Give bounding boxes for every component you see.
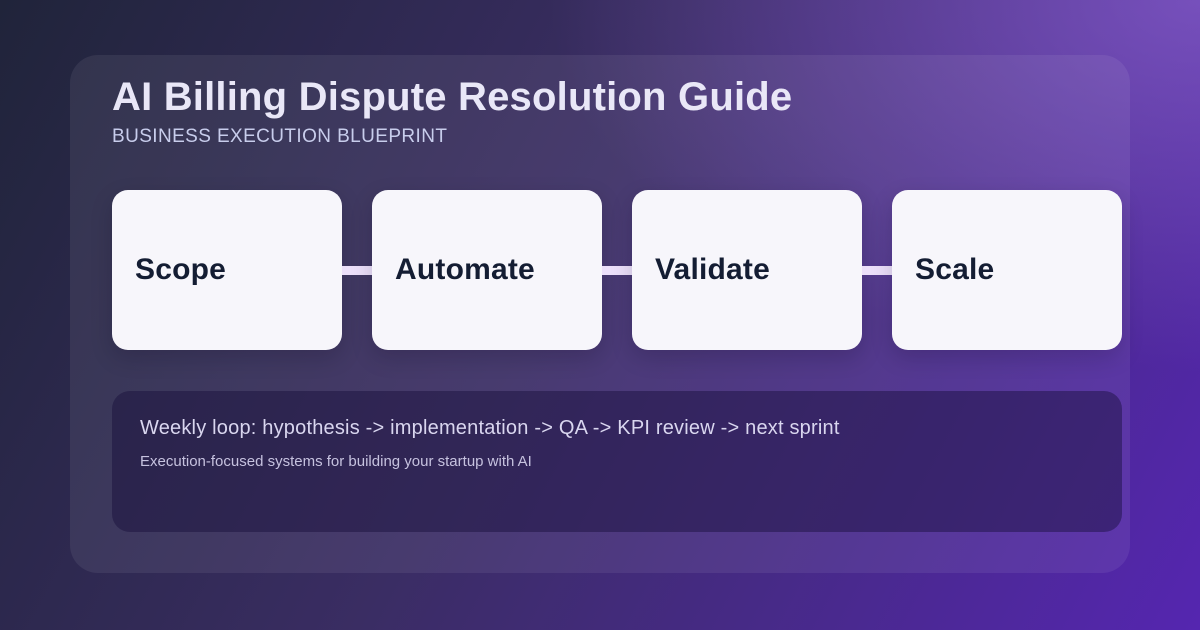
flow-connector <box>862 265 892 275</box>
step-card-automate: Automate <box>372 190 602 350</box>
step-label: Automate <box>395 253 535 286</box>
main-panel: AI Billing Dispute Resolution Guide BUSI… <box>70 55 1130 573</box>
page-subtitle: BUSINESS EXECUTION BLUEPRINT <box>112 126 448 147</box>
weekly-loop-text: Weekly loop: hypothesis -> implementatio… <box>140 417 840 439</box>
step-card-scope: Scope <box>112 190 342 350</box>
summary-box: Weekly loop: hypothesis -> implementatio… <box>112 391 1122 532</box>
process-flow: Scope Automate Validate Scale <box>112 190 1122 350</box>
step-label: Validate <box>655 253 770 286</box>
step-card-validate: Validate <box>632 190 862 350</box>
step-card-scale: Scale <box>892 190 1122 350</box>
flow-connector <box>342 265 372 275</box>
description-text: Execution-focused systems for building y… <box>140 453 532 470</box>
flow-connector <box>602 265 632 275</box>
step-label: Scope <box>135 253 227 286</box>
page-title: AI Billing Dispute Resolution Guide <box>112 75 793 119</box>
step-label: Scale <box>915 253 995 286</box>
